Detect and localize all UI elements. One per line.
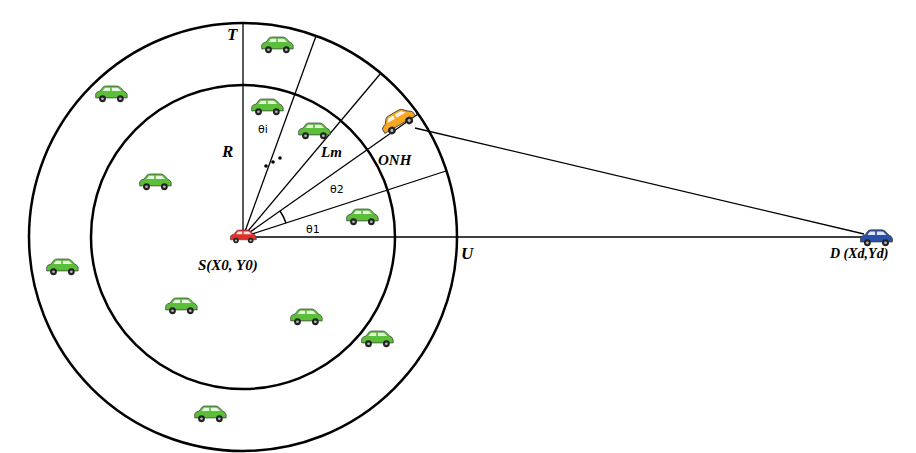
sector-lines bbox=[243, 23, 866, 237]
vehicles bbox=[47, 37, 893, 422]
angle-label: θ1 bbox=[306, 224, 320, 235]
destination-label: D (Xd,Yd) bbox=[830, 247, 888, 261]
point-label: T bbox=[227, 26, 237, 43]
point-label: U bbox=[461, 245, 473, 262]
angle-label: θi bbox=[258, 124, 268, 135]
vehicle-label: ONH bbox=[378, 153, 411, 168]
angle-label: θ2 bbox=[330, 184, 344, 195]
ellipsis-dots bbox=[264, 156, 282, 168]
radius-label: R bbox=[222, 143, 233, 160]
distance-label: Lm bbox=[321, 145, 342, 160]
source-label: S(X0, Y0) bbox=[198, 258, 258, 273]
